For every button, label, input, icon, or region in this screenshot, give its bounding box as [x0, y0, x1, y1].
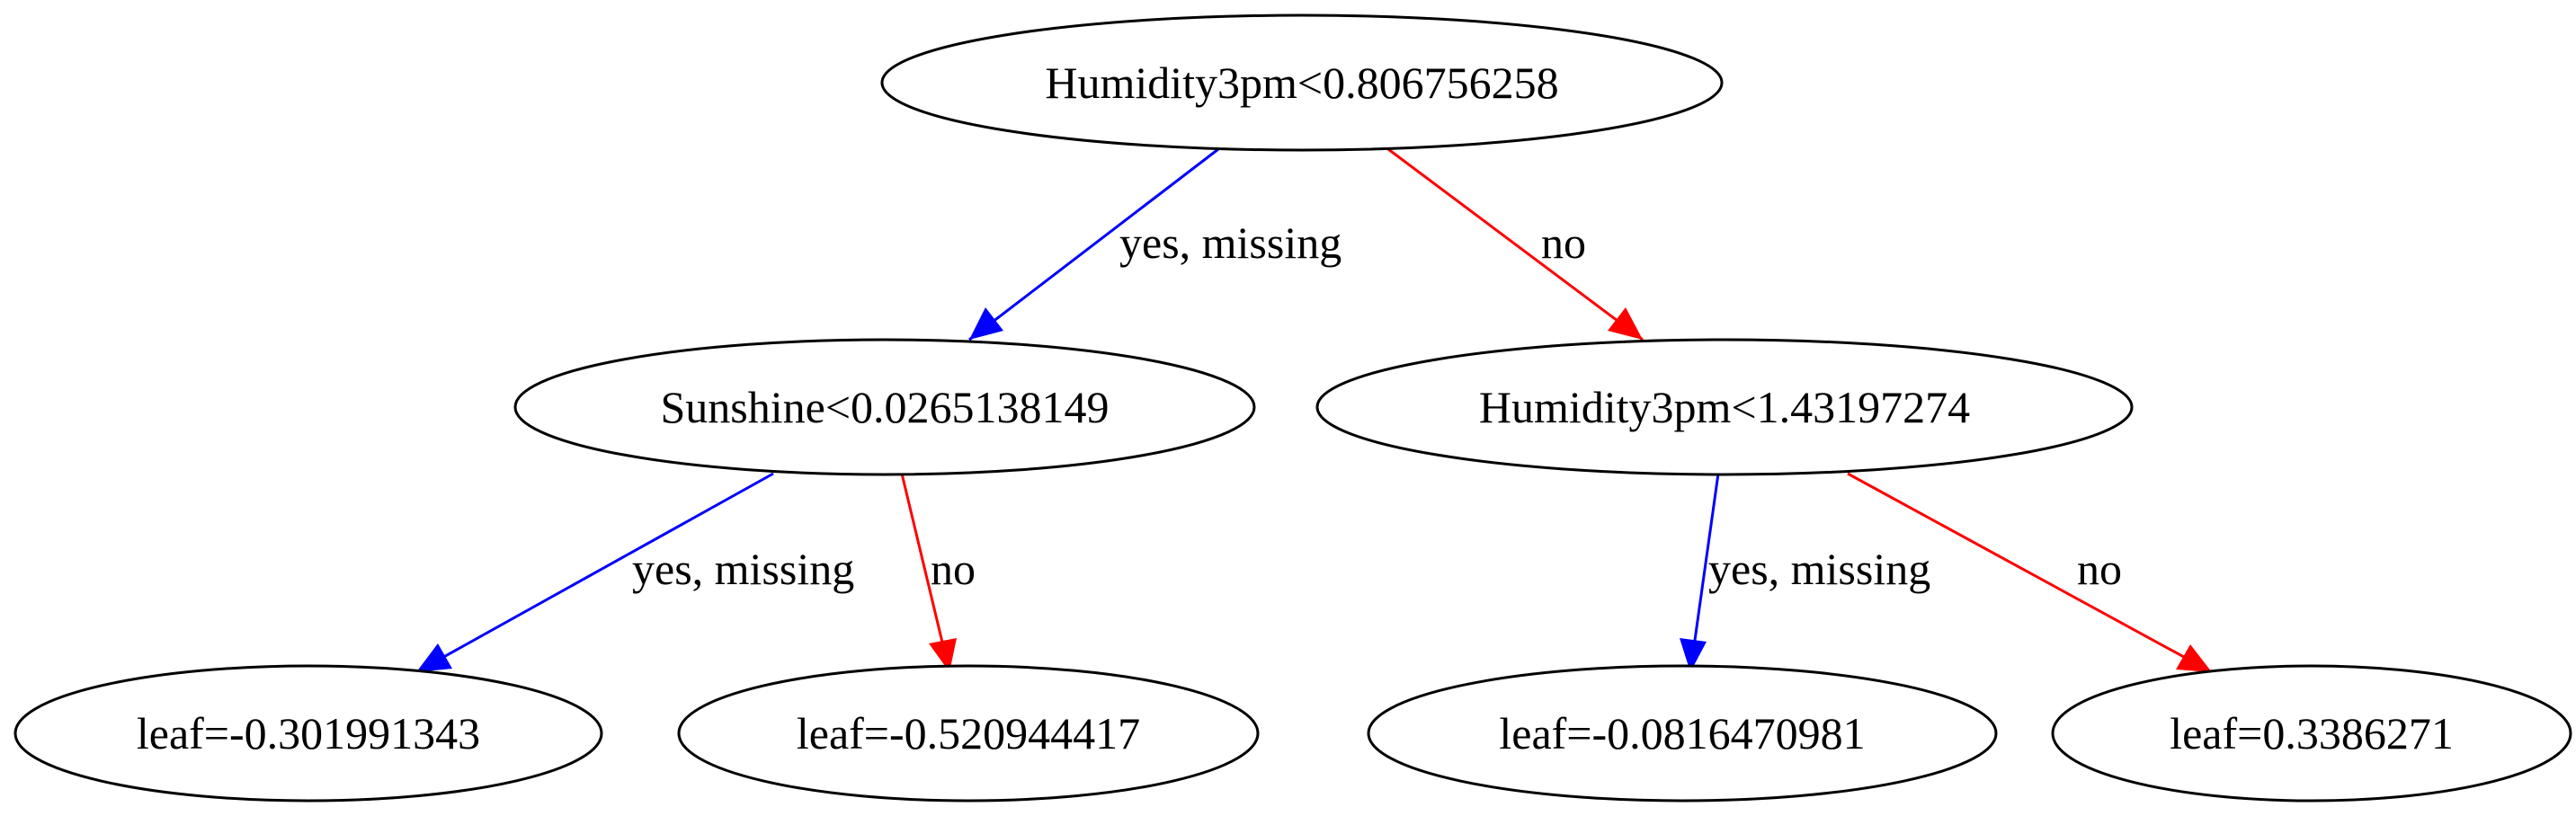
edge-label-root-no: no	[1541, 217, 1586, 268]
node-label-left: Sunshine<0.0265138149	[660, 382, 1109, 432]
edge-label-right-no: no	[2077, 544, 2122, 594]
edge-right-no	[1847, 472, 2213, 674]
leaf-node-ll: leaf=-0.301991343	[13, 664, 603, 803]
node-left: Sunshine<0.0265138149	[513, 338, 1256, 476]
edge-right-yes	[1680, 473, 1720, 673]
edge-root-yes	[968, 147, 1219, 341]
node-root: Humidity3pm<0.806756258	[880, 13, 1724, 152]
edge-label-left-no: no	[931, 544, 976, 594]
edge-label-root-yes: yes, missing	[1119, 217, 1341, 268]
leaf-label-lr: leaf=-0.520944417	[797, 708, 1140, 758]
node-right: Humidity3pm<1.43197274	[1315, 338, 2134, 476]
edge-left-no	[900, 473, 957, 673]
edge-left-yes	[415, 472, 774, 674]
edge-label-left-yes: yes, missing	[632, 544, 854, 594]
edge-label-right-yes: yes, missing	[1708, 544, 1930, 594]
edge-root-no	[1387, 147, 1644, 341]
leaf-node-lr: leaf=-0.520944417	[677, 664, 1260, 803]
leaf-label-rr: leaf=0.3386271	[2170, 708, 2454, 758]
node-label-right: Humidity3pm<1.43197274	[1479, 382, 1970, 432]
leaf-node-rl: leaf=-0.0816470981	[1367, 664, 1998, 803]
node-label-root: Humidity3pm<0.806756258	[1045, 58, 1558, 108]
leaf-label-rl: leaf=-0.0816470981	[1499, 708, 1865, 758]
leaf-node-rr: leaf=0.3386271	[2051, 664, 2572, 803]
leaf-label-ll: leaf=-0.301991343	[137, 708, 480, 758]
